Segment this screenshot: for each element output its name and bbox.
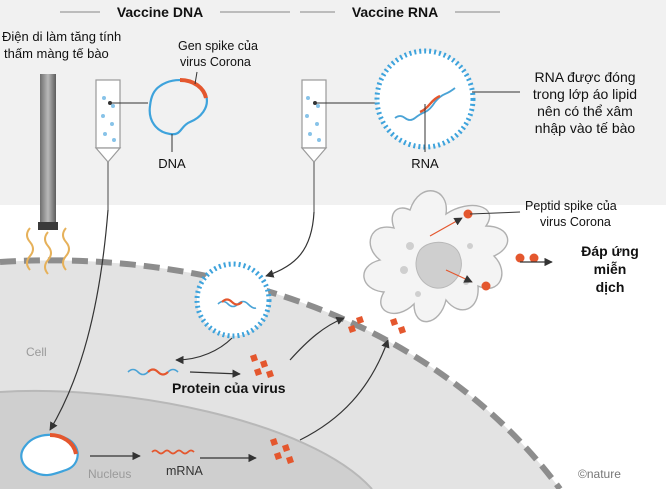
rna-description-4: nhập vào tế bào — [535, 120, 636, 136]
rna-description-1: RNA được đóng — [534, 69, 635, 85]
rna-spike-inside — [221, 298, 243, 306]
rna-spike-segment-top — [419, 94, 441, 114]
spike-gene-label-1: Gen spike của — [178, 39, 258, 53]
entering-lipid-particle — [194, 261, 272, 339]
electrode — [40, 74, 56, 226]
dna-header: Vaccine DNA — [117, 4, 203, 20]
rna-header-bg — [335, 2, 455, 22]
peptide-pointer — [469, 211, 521, 215]
rna-description-2: trong lớp áo lipid — [533, 86, 637, 102]
dna-syringe — [94, 79, 122, 210]
internal-processing-arrows — [429, 217, 473, 283]
electric-waves — [26, 227, 70, 275]
immune-response-2: miễn — [594, 261, 627, 277]
released-rna-spike — [147, 368, 169, 376]
immune-response-3: dịch — [596, 279, 625, 295]
mrna-label: mRNA — [166, 464, 203, 478]
mrna-strand — [151, 449, 195, 455]
nucleus-label: Nucleus — [88, 467, 131, 481]
presented-peptides — [463, 209, 539, 291]
cell-membrane — [0, 257, 563, 491]
dendritic-nucleus — [415, 241, 462, 289]
dna-label: DNA — [158, 156, 186, 171]
peptide-label-1: Peptid spike của — [525, 199, 617, 213]
nucleus-spike-gene — [49, 433, 78, 455]
rna-description-3: nên có thể xâm — [537, 103, 633, 119]
nucleus-body — [0, 390, 372, 489]
electroporation-label-2: thấm màng tế bào — [4, 46, 109, 61]
spike-gene-top — [179, 78, 208, 99]
peptide-label-2: virus Corona — [540, 215, 611, 229]
nucleus-membrane — [0, 389, 373, 490]
electroporation-label-1: Điện di làm tăng tính — [2, 29, 121, 44]
protein-fragments — [250, 316, 406, 464]
rna-header: Vaccine RNA — [352, 4, 438, 20]
spike-gene-label-2: virus Corona — [180, 55, 251, 69]
immune-response-1: Đáp ứng — [581, 243, 639, 259]
dna-header-bg — [100, 2, 220, 22]
gene-pointer — [194, 71, 198, 85]
rna-label: RNA — [411, 156, 439, 171]
cell-label: Cell — [26, 345, 47, 359]
electrode-base — [38, 222, 58, 230]
nature-credit: ©nature — [578, 467, 621, 481]
rna-syringe — [300, 79, 328, 212]
viral-protein-label: Protein của virus — [172, 380, 286, 396]
process-arrows — [49, 209, 553, 463]
